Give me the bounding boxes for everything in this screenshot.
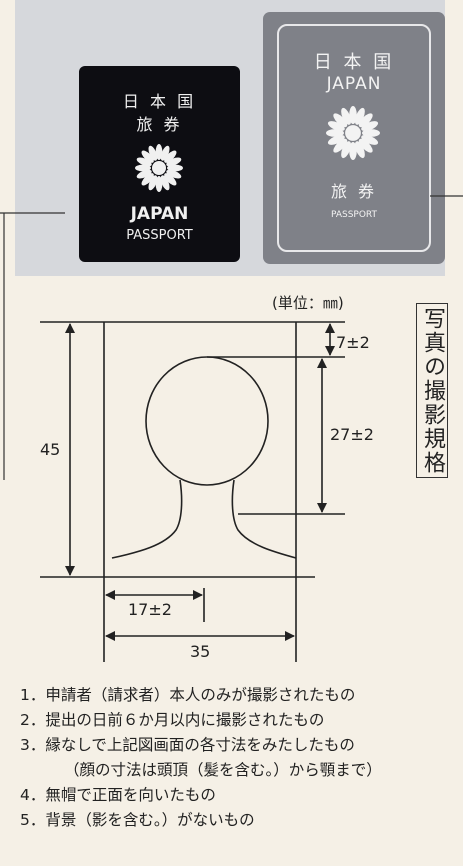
- requirements-list: 1．申請者（請求者）本人のみが撮影されたもの 2．提出の日前６か月以内に撮影され…: [20, 683, 460, 833]
- passport-kanji-country: 日 本 国: [122, 92, 197, 111]
- head-outline: [145, 356, 269, 486]
- requirement-item: 3．縁なしで上記図画面の各寸法をみたしたもの: [20, 736, 355, 754]
- chrysanthemum-emblem-icon: [326, 106, 380, 160]
- top-gap-label: 7±2: [336, 333, 370, 352]
- passport-label: PASSPORT: [126, 228, 193, 243]
- photo-width-label: 35: [190, 642, 211, 661]
- photo-height-label: 45: [40, 440, 61, 459]
- dark-passport: 日 本 国 旅 券: [79, 66, 240, 262]
- passport-label: PASSPORT: [330, 210, 378, 220]
- requirement-item: 5．背景（影を含む。）がないもの: [20, 811, 255, 829]
- requirement-note: （顔の寸法は頭頂（髪を含む。）から顎まで）: [64, 761, 382, 779]
- passport-kanji-country: 日 本 国: [313, 52, 395, 73]
- neck-shoulders-outline: [111, 479, 183, 559]
- requirement-item: 2．提出の日前６か月以内に撮影されたもの: [20, 711, 325, 729]
- half-width-label: 17±2: [128, 600, 172, 619]
- passport-country: JAPAN: [130, 204, 189, 224]
- passport-country: JAPAN: [326, 74, 382, 94]
- face-height-label: 27±2: [330, 425, 374, 444]
- gray-passport: 日 本 国 JAPAN 旅: [263, 12, 445, 264]
- chrysanthemum-emblem-icon: [135, 144, 183, 192]
- requirement-item: 1．申請者（請求者）本人のみが撮影されたもの: [20, 686, 356, 704]
- unit-note: (単位：㎜): [272, 294, 344, 312]
- section-heading: 写真の撮影規格: [416, 303, 448, 478]
- requirement-item: 4．無帽で正面を向いたもの: [20, 786, 216, 804]
- passport-border-frame: [277, 24, 431, 252]
- passport-kanji-title: 旅 券: [330, 182, 378, 201]
- passport-kanji-title: 旅 券: [136, 115, 183, 134]
- passport-photo: 日 本 国 旅 券: [15, 0, 445, 276]
